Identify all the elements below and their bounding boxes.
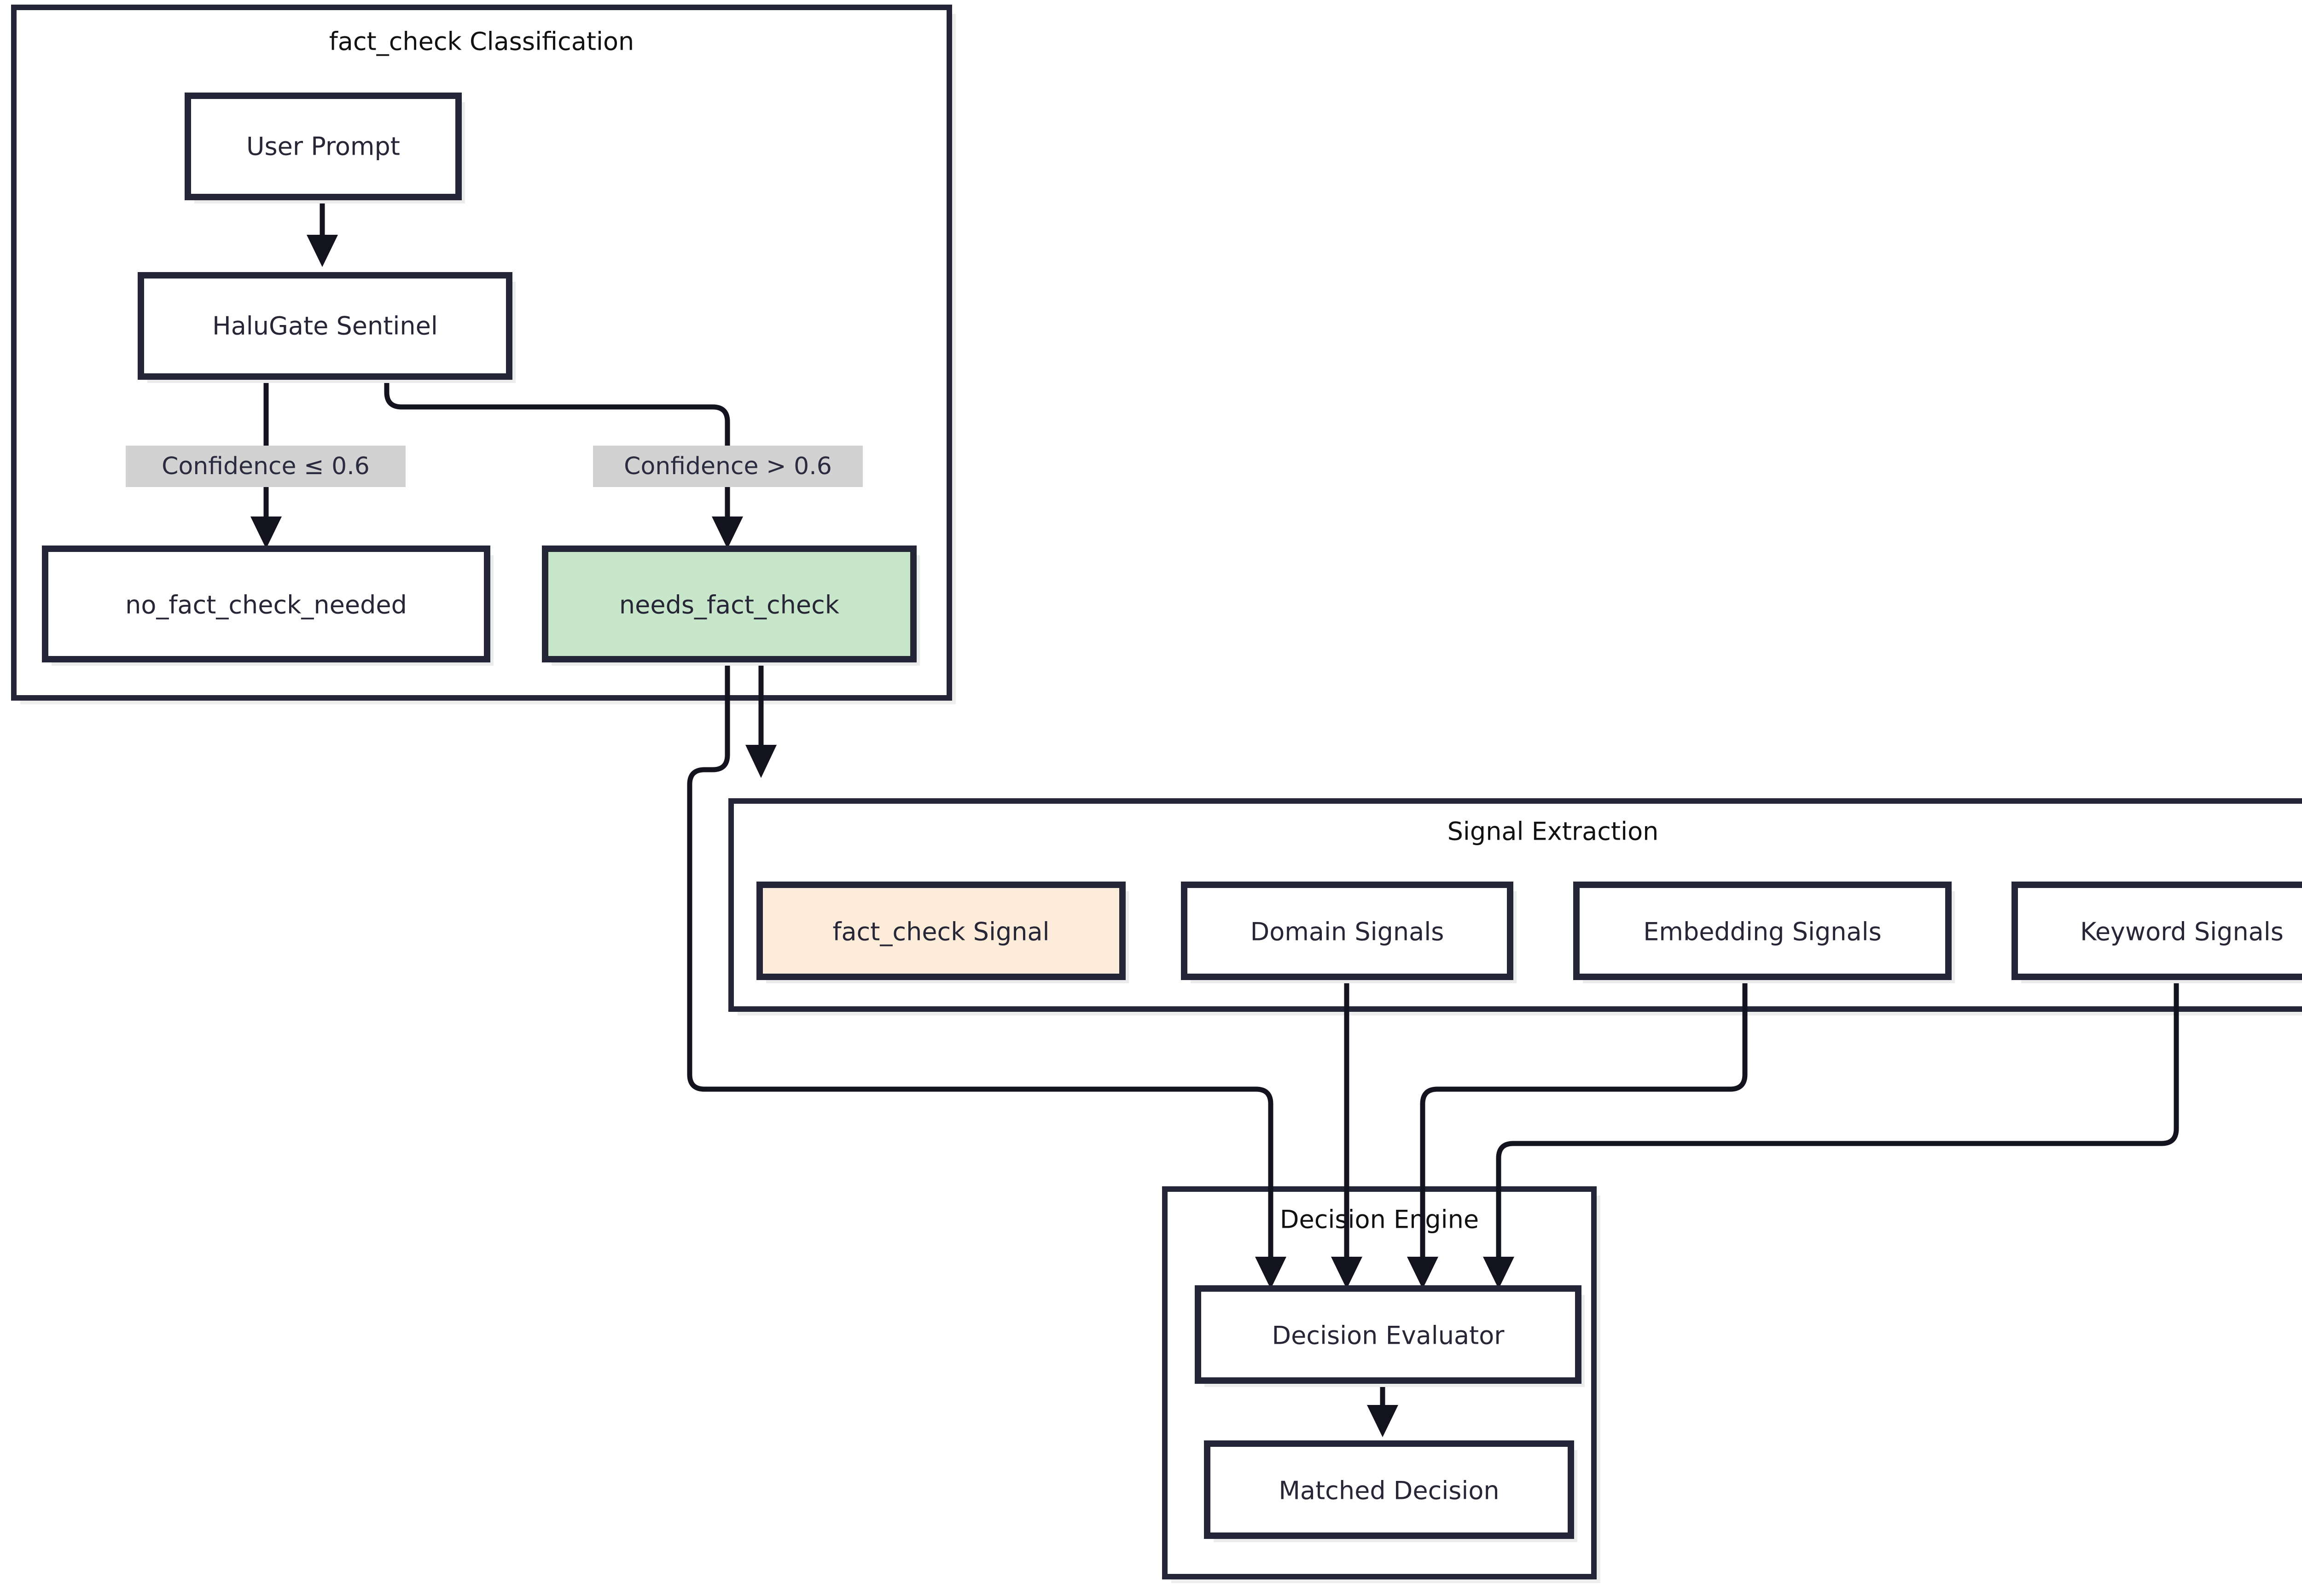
node-embedding-signals[interactable]: Embedding Signals <box>1573 882 1955 983</box>
edge-keyword-signals-to-decision-evaluator-line <box>1496 975 2179 1271</box>
node-decision-evaluator-label: Decision Evaluator <box>1272 1321 1505 1350</box>
node-domain-signals-label: Domain Signals <box>1250 917 1444 946</box>
edge-decision-evaluator-to-matched-decision-arrowhead <box>1367 1405 1398 1437</box>
node-matched-decision-box[interactable] <box>1204 1440 1574 1539</box>
edge-label-high-confidence: Confidence > 0.6 <box>624 453 832 480</box>
node-embedding-signals-label: Embedding Signals <box>1643 917 1881 946</box>
node-keyword-signals[interactable]: Keyword Signals <box>2011 882 2302 983</box>
edge-embedding-signals-to-decision-evaluator <box>1407 975 1748 1289</box>
edge-halugate-to-no-fact-check: Confidence ≤ 0.6 <box>126 377 406 549</box>
edge-needs-fact-check-to-decision-evaluator-line <box>687 663 1273 1271</box>
node-user-prompt-box[interactable] <box>185 93 462 200</box>
cluster-decision-engine-title: Decision Engine <box>1280 1205 1479 1234</box>
node-fact-check-signal-label: fact_check Signal <box>832 917 1049 946</box>
node-halugate-sentinel[interactable]: HaluGate Sentinel <box>138 272 516 383</box>
node-fact-check-signal-box[interactable] <box>756 882 1126 980</box>
node-keyword-signals-box[interactable] <box>2011 882 2302 980</box>
edge-domain-signals-to-decision-evaluator-arrowhead <box>1331 1257 1362 1289</box>
node-needs-fact-check-label: needs_fact_check <box>619 591 840 620</box>
edge-keyword-signals-to-decision-evaluator-arrowhead <box>1483 1257 1514 1289</box>
node-decision-evaluator-box[interactable] <box>1195 1285 1581 1384</box>
node-halugate-sentinel-box[interactable] <box>138 272 512 380</box>
node-domain-signals[interactable]: Domain Signals <box>1181 882 1517 983</box>
edge-label-low-confidence: Confidence ≤ 0.6 <box>162 453 370 480</box>
edge-embedding-signals-to-decision-evaluator-arrowhead <box>1407 1257 1438 1289</box>
node-no-fact-check-needed-label: no_fact_check_needed <box>125 591 407 620</box>
edge-domain-signals-to-decision-evaluator <box>1331 975 1362 1289</box>
edge-needs-fact-check-to-decision-evaluator <box>687 663 1286 1289</box>
node-no-fact-check-needed-box[interactable] <box>42 546 490 662</box>
node-matched-decision-label: Matched Decision <box>1279 1476 1499 1505</box>
edge-halugate-to-needs-fact-check-line <box>384 377 730 529</box>
edge-halugate-to-needs-fact-check-arrowhead <box>712 517 743 549</box>
edge-label-low-confidence-background <box>126 446 406 487</box>
edge-halugate-to-needs-fact-check: Confidence > 0.6 <box>384 377 863 549</box>
node-fact-check-signal[interactable]: fact_check Signal <box>756 882 1129 983</box>
edge-needs-fact-check-to-fact-check-signal <box>745 663 777 778</box>
edge-label-high-confidence-background <box>593 446 863 487</box>
cluster-classification-title: fact_check Classification <box>329 27 634 56</box>
edge-user-prompt-to-halugate-arrowhead <box>307 235 338 267</box>
edge-needs-fact-check-to-decision-evaluator-arrowhead <box>1255 1257 1286 1289</box>
node-domain-signals-box[interactable] <box>1181 882 1513 980</box>
edge-decision-evaluator-to-matched-decision <box>1367 1381 1398 1437</box>
edge-embedding-signals-to-decision-evaluator-line <box>1420 975 1748 1271</box>
edge-layer: Confidence ≤ 0.6 Confidence > 0.6 <box>126 203 2179 1437</box>
node-user-prompt-label: User Prompt <box>246 132 400 161</box>
node-decision-evaluator[interactable]: Decision Evaluator <box>1195 1285 1585 1387</box>
cluster-signal-extraction-title: Signal Extraction <box>1447 817 1659 846</box>
node-user-prompt[interactable]: User Prompt <box>185 93 465 203</box>
node-embedding-signals-box[interactable] <box>1573 882 1952 980</box>
node-matched-decision[interactable]: Matched Decision <box>1204 1440 1577 1542</box>
node-no-fact-check-needed[interactable]: no_fact_check_needed <box>42 546 494 666</box>
node-needs-fact-check-box[interactable] <box>542 546 917 662</box>
edge-halugate-to-no-fact-check-arrowhead <box>250 517 282 549</box>
node-halugate-sentinel-label: HaluGate Sentinel <box>212 312 438 341</box>
edge-needs-fact-check-to-fact-check-signal-arrowhead <box>745 745 777 778</box>
node-needs-fact-check[interactable]: needs_fact_check <box>542 546 920 666</box>
edge-user-prompt-to-halugate <box>307 203 338 267</box>
node-keyword-signals-label: Keyword Signals <box>2080 917 2284 946</box>
edge-keyword-signals-to-decision-evaluator <box>1483 975 2179 1289</box>
